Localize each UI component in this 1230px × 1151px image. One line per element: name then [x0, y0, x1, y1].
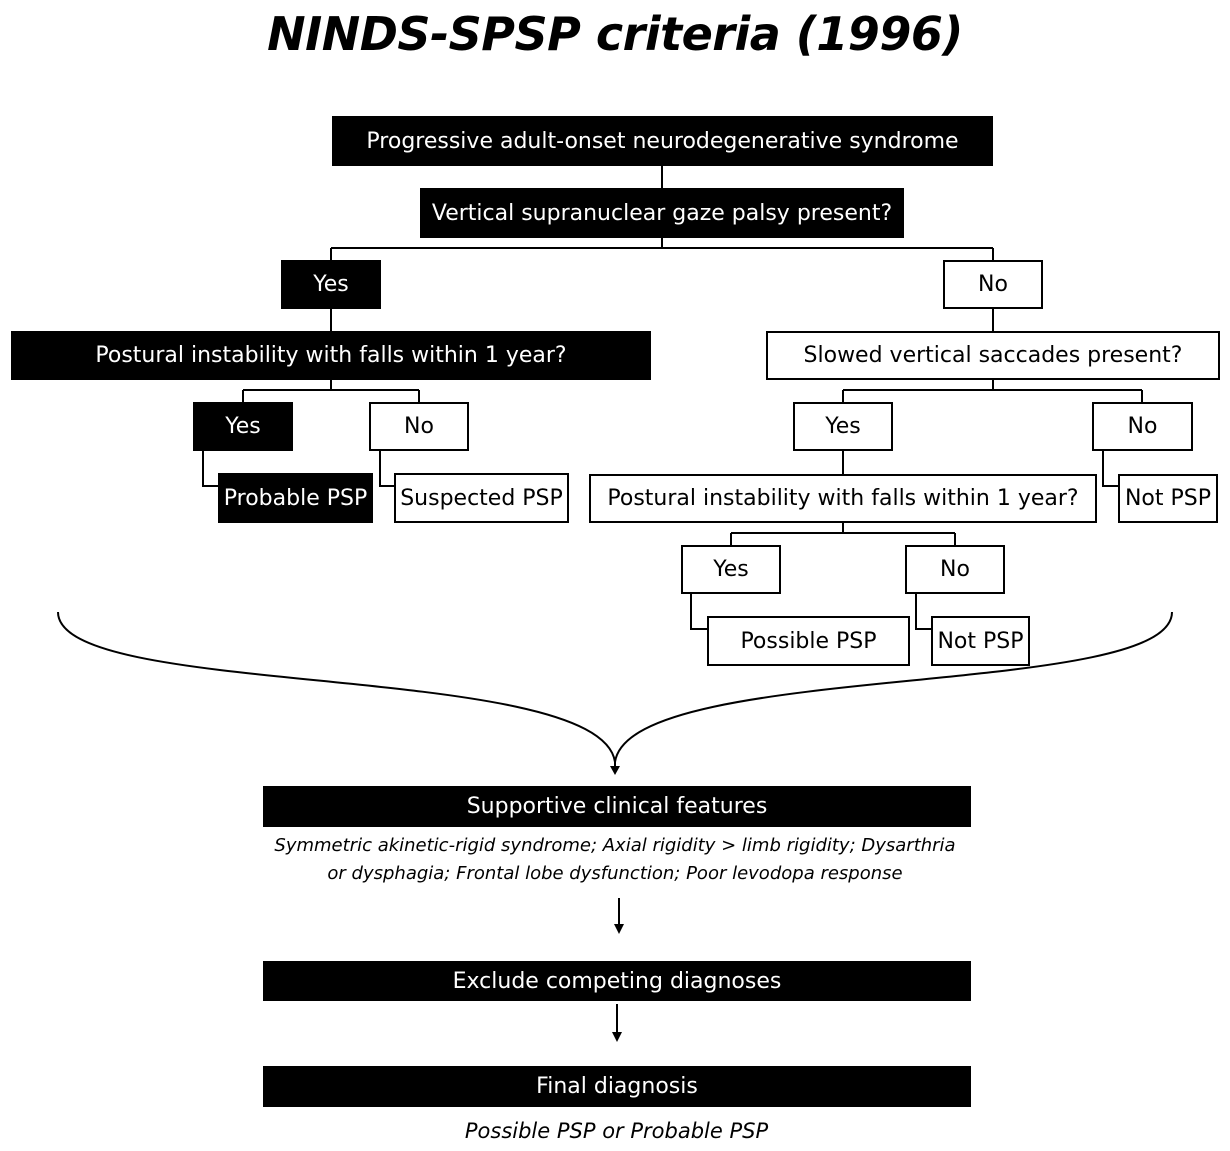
possible-psp-node: Possible PSP — [707, 616, 910, 666]
saccades-no-label: No — [1127, 414, 1158, 439]
supportive-note-line-1: Symmetric akinetic-rigid syndrome; Axial… — [274, 835, 956, 856]
saccades-yes-node: Yes — [793, 402, 893, 451]
exclude-diagnoses-label: Exclude competing diagnoses — [452, 968, 782, 994]
postural-left-yes-label: Yes — [225, 414, 261, 439]
supportive-features-note: Symmetric akinetic-rigid syndrome; Axial… — [240, 832, 990, 888]
probable-psp-label: Probable PSP — [223, 485, 368, 511]
not-psp-postural-label: Not PSP — [937, 628, 1024, 654]
slowed-saccades-label: Slowed vertical saccades present? — [803, 343, 1183, 368]
postural-left-yes-node: Yes — [193, 402, 293, 451]
postural-instability-left-node: Postural instability with falls within 1… — [11, 331, 651, 380]
postural-left-no-label: No — [404, 414, 434, 439]
gaze-palsy-label: Vertical supranuclear gaze palsy present… — [431, 200, 893, 226]
postural-right-yes-node: Yes — [681, 545, 781, 594]
suspected-psp-node: Suspected PSP — [394, 473, 569, 523]
gaze-no-label: No — [978, 272, 1008, 297]
final-diagnosis-note: Possible PSP or Probable PSP — [464, 1119, 769, 1143]
slowed-saccades-node: Slowed vertical saccades present? — [766, 331, 1220, 380]
supportive-features-node: Supportive clinical features — [263, 786, 971, 827]
gaze-yes-label: Yes — [313, 272, 349, 297]
root-node: Progressive adult-onset neurodegenerativ… — [332, 116, 993, 166]
saccades-no-node: No — [1092, 402, 1193, 451]
supportive-note-line-2: or dysphagia; Frontal lobe dysfunction; … — [327, 863, 903, 884]
diagram-title: NINDS-SPSP criteria (1996) — [267, 7, 963, 61]
postural-instability-right-node: Postural instability with falls within 1… — [589, 474, 1097, 523]
postural-right-no-node: No — [905, 545, 1005, 594]
not-psp-postural-node: Not PSP — [931, 616, 1030, 666]
probable-psp-node: Probable PSP — [218, 473, 373, 523]
postural-left-no-node: No — [369, 402, 469, 451]
final-diagnosis-label: Final diagnosis — [536, 1074, 698, 1099]
not-psp-saccades-node: Not PSP — [1118, 474, 1218, 523]
suspected-psp-label: Suspected PSP — [400, 485, 563, 511]
postural-instability-left-label: Postural instability with falls within 1… — [95, 343, 567, 368]
root-label: Progressive adult-onset neurodegenerativ… — [366, 128, 959, 154]
postural-right-no-label: No — [940, 557, 970, 582]
final-diagnosis-node: Final diagnosis — [263, 1066, 971, 1107]
gaze-no-node: No — [943, 260, 1043, 309]
possible-psp-label: Possible PSP — [740, 628, 877, 654]
gaze-palsy-node: Vertical supranuclear gaze palsy present… — [420, 188, 904, 238]
not-psp-saccades-label: Not PSP — [1124, 486, 1212, 511]
supportive-features-label: Supportive clinical features — [466, 794, 768, 819]
postural-right-yes-label: Yes — [713, 557, 749, 582]
exclude-diagnoses-node: Exclude competing diagnoses — [263, 961, 971, 1001]
postural-instability-right-label: Postural instability with falls within 1… — [607, 486, 1079, 511]
saccades-yes-label: Yes — [825, 414, 861, 439]
gaze-yes-node: Yes — [281, 260, 381, 309]
